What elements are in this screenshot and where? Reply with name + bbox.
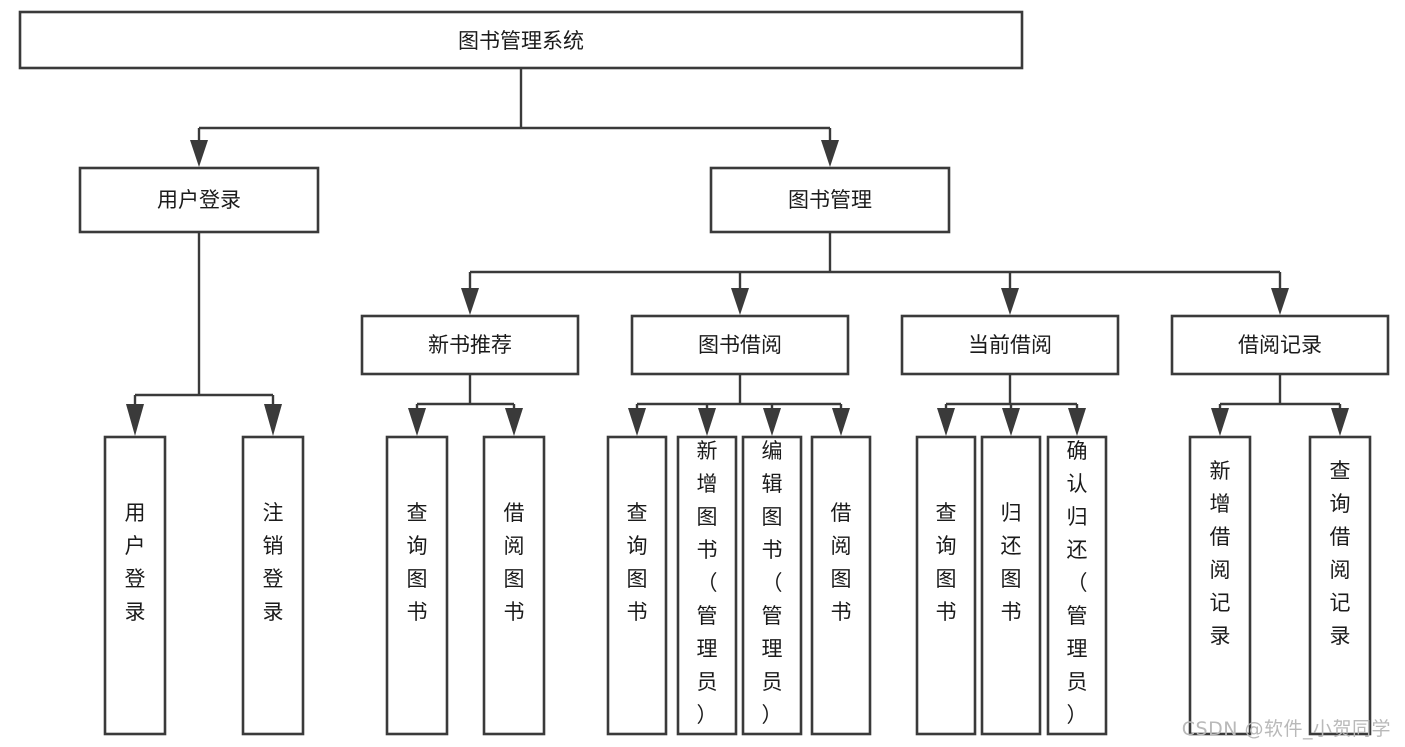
node-leaf-borrow-book-2[interactable]: 借阅图书 — [810, 435, 872, 736]
node-new-book-recommend-box[interactable] — [360, 314, 580, 376]
arrow-icon-leaf-user-login — [126, 404, 144, 436]
node-leaf-query-book-2-box[interactable] — [606, 435, 668, 736]
arrow-icon-leaf-return-book — [1002, 408, 1020, 436]
node-leaf-query-book-1-box[interactable] — [385, 435, 449, 736]
arrow-icon-leaf-query-borrow-record — [1331, 408, 1349, 436]
connector-group-bookmanage-to-level2 — [461, 232, 1289, 315]
arrow-icon-leaf-query-book-3 — [937, 408, 955, 436]
node-leaf-edit-book-box[interactable] — [741, 435, 803, 736]
node-leaf-return-book[interactable]: 归还图书 — [980, 435, 1042, 736]
node-book-borrow[interactable]: 图书借阅 — [630, 314, 850, 376]
node-leaf-confirm-return-box[interactable] — [1046, 435, 1108, 736]
node-leaf-user-login-box[interactable] — [103, 435, 167, 736]
node-borrow-record-box[interactable] — [1170, 314, 1390, 376]
node-leaf-edit-book-label: 编辑图书（管理员） — [762, 439, 783, 727]
node-current-borrow[interactable]: 当前借阅 — [900, 314, 1120, 376]
arrow-icon-leaf-add-book — [698, 408, 716, 436]
node-leaf-add-borrow-record[interactable]: 新增借阅记录 — [1188, 435, 1252, 736]
node-leaf-user-login-label: 用户登录 — [125, 501, 146, 624]
node-leaf-query-book-1[interactable]: 查询图书 — [385, 435, 449, 736]
node-leaf-query-book-1-label: 查询图书 — [407, 501, 428, 624]
node-root-label: 图书管理系统 — [458, 29, 584, 53]
arrow-icon-user-login — [190, 140, 208, 167]
arrow-icon-leaf-logout — [264, 404, 282, 436]
arrow-icon-leaf-edit-book — [763, 408, 781, 436]
connector-group-root-to-level1 — [190, 68, 839, 167]
node-current-borrow-label: 当前借阅 — [968, 333, 1052, 357]
arrow-icon-leaf-borrow-book-1 — [505, 408, 523, 436]
arrow-icon-borrow-record — [1271, 288, 1289, 315]
node-leaf-edit-book[interactable]: 编辑图书（管理员） — [741, 435, 803, 736]
node-book-manage-label: 图书管理 — [788, 188, 872, 212]
node-leaf-add-borrow-record-label: 新增借阅记录 — [1210, 459, 1231, 648]
node-root[interactable]: 图书管理系统 — [18, 10, 1024, 70]
arrow-icon-leaf-borrow-book-2 — [832, 408, 850, 436]
node-new-book-recommend-label: 新书推荐 — [428, 333, 512, 357]
connector-group-userlogin-to-leaves — [126, 232, 282, 436]
node-user-login[interactable]: 用户登录 — [78, 166, 320, 234]
node-leaf-query-book-3[interactable]: 查询图书 — [915, 435, 977, 736]
node-book-manage[interactable]: 图书管理 — [709, 166, 951, 234]
node-leaf-query-book-3-box[interactable] — [915, 435, 977, 736]
arrow-icon-leaf-add-borrow-record — [1211, 408, 1229, 436]
node-leaf-logout-label: 注销登录 — [263, 501, 284, 624]
node-leaf-return-book-box[interactable] — [980, 435, 1042, 736]
node-leaf-logout[interactable]: 注销登录 — [241, 435, 305, 736]
node-leaf-borrow-book-1[interactable]: 借阅图书 — [482, 435, 546, 736]
arrow-icon-book-borrow — [731, 288, 749, 315]
node-borrow-record[interactable]: 借阅记录 — [1170, 314, 1390, 376]
node-book-manage-box[interactable] — [709, 166, 951, 234]
connector-group-bookborrow-to-leaves — [628, 374, 850, 436]
arrow-icon-current-borrow — [1001, 288, 1019, 315]
connector-group-newbook-to-leaves — [408, 374, 523, 436]
node-leaf-return-book-label: 归还图书 — [1001, 501, 1022, 624]
node-leaf-query-book-3-label: 查询图书 — [936, 501, 957, 624]
node-leaf-logout-box[interactable] — [241, 435, 305, 736]
node-borrow-record-label: 借阅记录 — [1238, 333, 1322, 357]
node-leaf-borrow-book-1-box[interactable] — [482, 435, 546, 736]
node-leaf-borrow-book-2-box[interactable] — [810, 435, 872, 736]
node-book-borrow-box[interactable] — [630, 314, 850, 376]
node-book-borrow-label: 图书借阅 — [698, 333, 782, 357]
node-leaf-borrow-book-1-label: 借阅图书 — [504, 501, 525, 624]
node-leaf-add-book[interactable]: 新增图书（管理员） — [676, 435, 738, 736]
node-leaf-query-book-2-label: 查询图书 — [627, 501, 648, 624]
arrow-icon-new-book — [461, 288, 479, 315]
node-leaf-confirm-return[interactable]: 确认归还（管理员） — [1046, 435, 1108, 736]
node-root-box[interactable] — [18, 10, 1024, 70]
connector-group-currentborrow-to-leaves — [937, 374, 1086, 436]
connector-group-borrowrecord-to-leaves — [1211, 374, 1349, 436]
node-leaf-query-borrow-record-label: 查询借阅记录 — [1330, 459, 1351, 648]
arrow-icon-book-manage — [821, 140, 839, 167]
node-current-borrow-box[interactable] — [900, 314, 1120, 376]
node-leaf-query-book-2[interactable]: 查询图书 — [606, 435, 668, 736]
node-leaf-query-borrow-record-box[interactable] — [1308, 435, 1372, 736]
node-user-login-box[interactable] — [78, 166, 320, 234]
arrow-icon-leaf-query-book-2 — [628, 408, 646, 436]
arrow-icon-leaf-query-book-1 — [408, 408, 426, 436]
node-leaf-add-book-box[interactable] — [676, 435, 738, 736]
node-leaf-add-borrow-record-box[interactable] — [1188, 435, 1252, 736]
node-leaf-query-borrow-record[interactable]: 查询借阅记录 — [1308, 435, 1372, 736]
arrow-icon-leaf-confirm-return — [1068, 408, 1086, 436]
node-leaf-user-login[interactable]: 用户登录 — [103, 435, 167, 736]
node-leaf-add-book-label: 新增图书（管理员） — [697, 439, 718, 727]
node-user-login-label: 用户登录 — [157, 188, 241, 212]
node-leaf-borrow-book-2-label: 借阅图书 — [831, 501, 852, 624]
node-leaf-confirm-return-label: 确认归还（管理员） — [1067, 439, 1088, 727]
node-new-book-recommend[interactable]: 新书推荐 — [360, 314, 580, 376]
